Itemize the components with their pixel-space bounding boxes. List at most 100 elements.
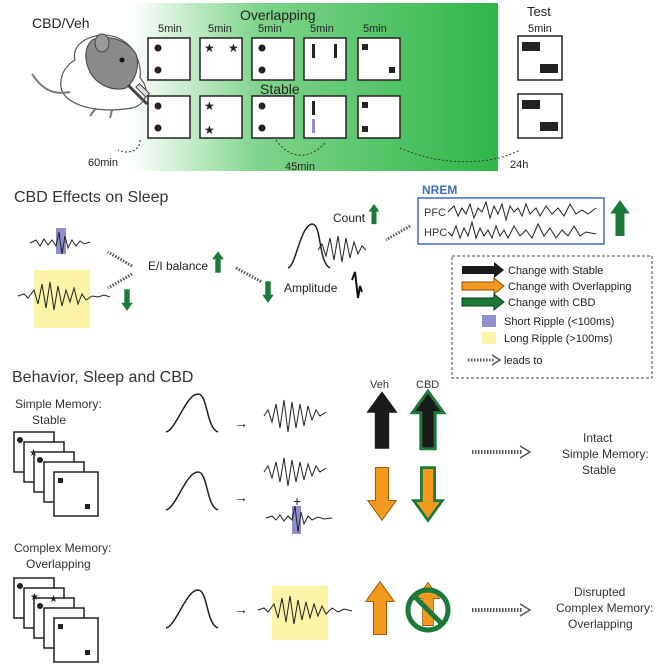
cbd-label: CBD bbox=[416, 379, 439, 391]
arrow-up-green bbox=[212, 251, 224, 273]
stacked-boxes-simple: ★ bbox=[13, 431, 99, 517]
box-overlapping-1 bbox=[147, 37, 191, 81]
arrow-up-green-outline bbox=[410, 389, 446, 451]
delay-label: 45min bbox=[285, 161, 315, 173]
delay-curve-1 bbox=[117, 139, 141, 153]
arrow-up-green bbox=[610, 200, 630, 236]
arrow-up-orange bbox=[365, 581, 395, 635]
legend-label: Change with CBD bbox=[508, 297, 595, 309]
veh-label: Veh bbox=[370, 379, 389, 391]
ei-balance-label: E/I balance bbox=[148, 259, 208, 273]
long-ripple-trace bbox=[17, 281, 111, 311]
lead-arrow-head bbox=[519, 603, 532, 617]
result-intact: Stable bbox=[582, 463, 616, 477]
nrem-label: NREM bbox=[422, 183, 457, 197]
result-disrupted: Disrupted bbox=[574, 585, 625, 599]
lead-arrow bbox=[235, 266, 263, 284]
box-stable-3 bbox=[251, 95, 295, 139]
stacked-boxes-complex: ★ ★ bbox=[13, 577, 99, 663]
delay-label: 24h bbox=[510, 159, 528, 171]
amplitude-label: Amplitude bbox=[284, 281, 338, 295]
group-label: CBD/Veh bbox=[32, 15, 90, 31]
short-ripple-trace bbox=[29, 231, 91, 255]
rat-illustration bbox=[31, 33, 151, 119]
lead-arrow-head bbox=[519, 445, 532, 459]
spindle-trace bbox=[317, 235, 367, 263]
svg-text:★: ★ bbox=[204, 41, 215, 55]
box-stable-4 bbox=[303, 95, 347, 139]
hpc-label: HPC bbox=[424, 227, 447, 239]
nrem-box bbox=[417, 197, 605, 245]
stable-label: Stable bbox=[260, 81, 300, 97]
behavior-section-title: Behavior, Sleep and CBD bbox=[12, 369, 193, 386]
delay-label: 60min bbox=[88, 157, 118, 169]
long-ripple-box bbox=[34, 270, 90, 328]
duration-label: 5min bbox=[363, 23, 387, 35]
lead-arrow bbox=[385, 224, 411, 242]
slow-oscillation-trace bbox=[165, 589, 219, 629]
plus-sign: + bbox=[293, 493, 301, 509]
legend-item-long-ripple: Long Ripple (>100ms) bbox=[482, 332, 613, 345]
simple-memory-label: Simple Memory: bbox=[15, 397, 102, 411]
result-disrupted: Complex Memory: bbox=[556, 601, 653, 615]
arrow-glyph: → bbox=[234, 489, 248, 505]
slow-oscillation-trace bbox=[165, 393, 219, 433]
legend-item-leads-to: leads to bbox=[468, 354, 543, 367]
box-test-bottom bbox=[517, 93, 563, 139]
arrow-down-orange-green-outline bbox=[412, 466, 444, 522]
prohibited-icon bbox=[405, 581, 451, 633]
arrow-up-green bbox=[368, 203, 380, 225]
delay-curve-3 bbox=[399, 147, 521, 163]
arrow-down-green bbox=[262, 281, 274, 303]
svg-text:★: ★ bbox=[228, 41, 239, 55]
test-label: Test bbox=[527, 4, 551, 19]
box-stable-2: ★★ bbox=[199, 95, 243, 139]
svg-text:★: ★ bbox=[30, 592, 39, 603]
legend-label: Change with Overlapping bbox=[508, 281, 632, 293]
result-intact: Intact bbox=[583, 431, 613, 445]
box-stable-5 bbox=[357, 95, 401, 139]
legend-label: Short Ripple (<100ms) bbox=[504, 316, 614, 328]
box-test-top bbox=[517, 35, 563, 81]
complex-memory-label: Overlapping bbox=[26, 557, 91, 571]
arrow-glyph: → bbox=[234, 601, 248, 617]
legend-label: Change with Stable bbox=[508, 265, 603, 277]
lead-arrow bbox=[107, 250, 133, 268]
pfc-label: PFC bbox=[424, 207, 446, 219]
test-duration: 5min bbox=[528, 23, 552, 35]
svg-text:★: ★ bbox=[204, 123, 215, 137]
duration-label: 5min bbox=[258, 23, 282, 35]
legend-item-stable: Change with Stable bbox=[462, 262, 603, 278]
arrow-up-black bbox=[366, 391, 398, 449]
sleep-section-title: CBD Effects on Sleep bbox=[14, 189, 169, 206]
complex-memory-label: Complex Memory: bbox=[14, 541, 111, 555]
box-overlapping-5 bbox=[357, 37, 401, 81]
slow-oscillation-trace bbox=[165, 471, 219, 511]
legend-label: Long Ripple (>100ms) bbox=[504, 333, 613, 345]
slow-oscillation-trace bbox=[287, 223, 331, 269]
legend-item-overlapping: Change with Overlapping bbox=[461, 276, 632, 296]
duration-label: 5min bbox=[310, 23, 334, 35]
box-stable-1 bbox=[147, 95, 191, 139]
short-ripple-box bbox=[56, 228, 66, 254]
durations: 5min 5min 5min 5min 5min bbox=[158, 23, 387, 35]
amplitude-trace bbox=[351, 271, 363, 299]
box-overlapping-2: ★★ bbox=[199, 37, 243, 81]
overlapping-label: Overlapping bbox=[240, 7, 316, 23]
legend-label: leads to bbox=[504, 355, 543, 367]
pfc-trace bbox=[447, 200, 597, 222]
simple-memory-label: Stable bbox=[32, 413, 66, 427]
box-overlapping-3 bbox=[251, 37, 295, 81]
count-label: Count bbox=[333, 211, 366, 225]
svg-text:★: ★ bbox=[49, 594, 58, 605]
legend-item-cbd: Change with CBD bbox=[461, 292, 595, 312]
result-disrupted: Overlapping bbox=[568, 617, 633, 631]
protocol-gradient-bg bbox=[130, 3, 498, 171]
spindle-trace bbox=[263, 399, 327, 433]
long-ripple-trace bbox=[257, 595, 353, 625]
arrow-down-green bbox=[121, 289, 133, 311]
legend-item-short-ripple: Short Ripple (<100ms) bbox=[482, 315, 614, 328]
duration-label: 5min bbox=[158, 23, 182, 35]
short-ripple-trace bbox=[265, 505, 333, 533]
